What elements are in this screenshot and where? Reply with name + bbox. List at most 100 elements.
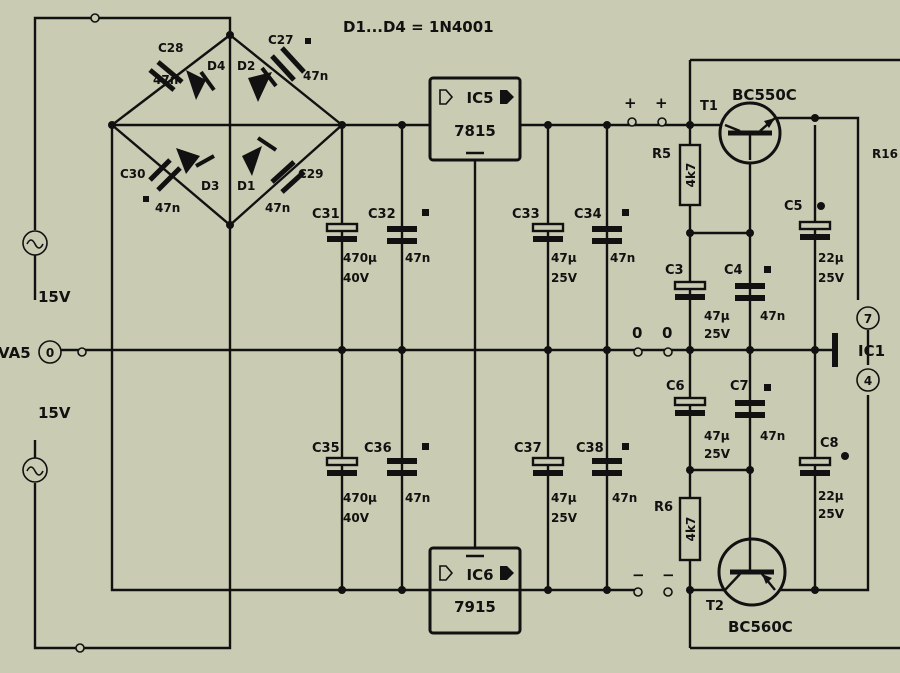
c3-v1: 47µ bbox=[704, 309, 730, 323]
c31-ref: C31 bbox=[312, 207, 340, 222]
c6-v1: 47µ bbox=[704, 429, 730, 443]
c5-v1: 22µ bbox=[818, 251, 844, 265]
resistor-r6: 4k7 bbox=[678, 496, 702, 562]
transistor-t1 bbox=[718, 101, 782, 165]
c38-ref: C38 bbox=[576, 441, 604, 456]
diode-d3 bbox=[176, 148, 215, 174]
t2-part: BC560C bbox=[728, 618, 793, 636]
ic6-part: 7915 bbox=[454, 598, 496, 616]
diode-d2 bbox=[248, 66, 278, 102]
common-label: VA5 bbox=[0, 344, 31, 362]
rail-plus-1: + bbox=[624, 94, 637, 112]
c8-v1: 22µ bbox=[818, 489, 844, 503]
c3-v2: 25V bbox=[704, 327, 731, 341]
input-bottom-voltage: 15V bbox=[38, 404, 71, 422]
r6-value: 4k7 bbox=[684, 517, 698, 542]
ic1-pin-bottom: 4 bbox=[864, 374, 872, 388]
rail-minus-2: − bbox=[662, 566, 675, 584]
c32-ref: C32 bbox=[368, 207, 396, 222]
c34-v1: 47n bbox=[610, 251, 635, 265]
capacitor-plates bbox=[325, 220, 832, 476]
c29-value: 47n bbox=[265, 201, 290, 215]
d4-label: D4 bbox=[207, 59, 225, 73]
c8-ref: C8 bbox=[820, 436, 839, 451]
rail-plus-2: + bbox=[655, 94, 668, 112]
c6-ref: C6 bbox=[666, 379, 685, 394]
c36-ref: C36 bbox=[364, 441, 392, 456]
ic5-name: IC5 bbox=[466, 89, 493, 107]
ic5-part: 7815 bbox=[454, 122, 496, 140]
diode-d1 bbox=[242, 136, 278, 176]
input-top-voltage: 15V bbox=[38, 288, 71, 306]
c31-v1: 470µ bbox=[343, 251, 377, 265]
bridge-rectifier bbox=[110, 33, 344, 227]
regulator-ic6: IC6 7915 bbox=[428, 546, 522, 635]
terminal-circles bbox=[75, 13, 673, 653]
c32-v1: 47n bbox=[405, 251, 430, 265]
t2-ref: T2 bbox=[706, 599, 724, 614]
c27-ref: C27 bbox=[268, 33, 294, 47]
polarity-mark bbox=[143, 196, 149, 202]
c38-v1: 47n bbox=[612, 491, 637, 505]
regulator-ic5: IC5 7815 bbox=[428, 76, 522, 162]
c4-ref: C4 bbox=[724, 263, 743, 278]
c35-v2: 40V bbox=[343, 511, 370, 525]
r16-ref: R16 bbox=[872, 147, 898, 161]
d1-label: D1 bbox=[237, 179, 255, 193]
ic1-symbol: 7 4 IC1 bbox=[832, 306, 885, 392]
r5-value: 4k7 bbox=[684, 163, 698, 188]
c31-v2: 40V bbox=[343, 271, 370, 285]
c37-v1: 47µ bbox=[551, 491, 577, 505]
cap-c30 bbox=[148, 158, 182, 192]
c37-ref: C37 bbox=[514, 441, 542, 456]
ac-source-bottom bbox=[22, 457, 48, 483]
d2-label: D2 bbox=[237, 59, 255, 73]
c36-v1: 47n bbox=[405, 491, 430, 505]
c29-ref: C29 bbox=[298, 167, 324, 181]
wires bbox=[33, 16, 900, 650]
c27-value: 47n bbox=[303, 69, 328, 83]
d3-label: D3 bbox=[201, 179, 219, 193]
c6-v2: 25V bbox=[704, 447, 731, 461]
c28-value: 47n bbox=[153, 73, 178, 87]
junction-dots bbox=[108, 31, 819, 594]
t1-part: BC550C bbox=[732, 86, 797, 104]
c5-v2: 25V bbox=[818, 271, 845, 285]
common-terminal bbox=[38, 340, 62, 364]
c34-ref: C34 bbox=[574, 207, 602, 222]
c37-v2: 25V bbox=[551, 511, 578, 525]
cap-c28 bbox=[148, 60, 184, 92]
ic6-name: IC6 bbox=[466, 566, 493, 584]
c33-ref: C33 bbox=[512, 207, 540, 222]
c4-v1: 47n bbox=[760, 309, 785, 323]
c28-ref: C28 bbox=[158, 41, 184, 55]
cap-c27 bbox=[270, 46, 306, 82]
c33-v2: 25V bbox=[551, 271, 578, 285]
c30-ref: C30 bbox=[120, 167, 146, 181]
c3-ref: C3 bbox=[665, 263, 684, 278]
c35-v1: 470µ bbox=[343, 491, 377, 505]
ic1-pin-top: 7 bbox=[864, 312, 872, 326]
r5-ref: R5 bbox=[652, 147, 671, 162]
polarity-mark bbox=[305, 38, 311, 44]
ic1-label: IC1 bbox=[858, 342, 885, 360]
c35-ref: C35 bbox=[312, 441, 340, 456]
c5-ref: C5 bbox=[784, 199, 803, 214]
resistor-r5: 4k7 bbox=[678, 143, 702, 207]
ac-source-top bbox=[22, 230, 48, 256]
common-terminal-label: 0 bbox=[46, 346, 54, 360]
c33-v1: 47µ bbox=[551, 251, 577, 265]
polarity-marks bbox=[422, 202, 849, 460]
r6-ref: R6 bbox=[654, 500, 673, 515]
c8-v2: 25V bbox=[818, 507, 845, 521]
rail-zero-2: 0 bbox=[662, 324, 672, 342]
rail-zero-1: 0 bbox=[632, 324, 642, 342]
diode-d4 bbox=[186, 70, 216, 100]
c30-value: 47n bbox=[155, 201, 180, 215]
t1-ref: T1 bbox=[700, 99, 718, 114]
rail-minus-1: − bbox=[632, 566, 645, 584]
diode-note: D1...D4 = 1N4001 bbox=[343, 18, 494, 36]
c7-v1: 47n bbox=[760, 429, 785, 443]
c7-ref: C7 bbox=[730, 379, 749, 394]
